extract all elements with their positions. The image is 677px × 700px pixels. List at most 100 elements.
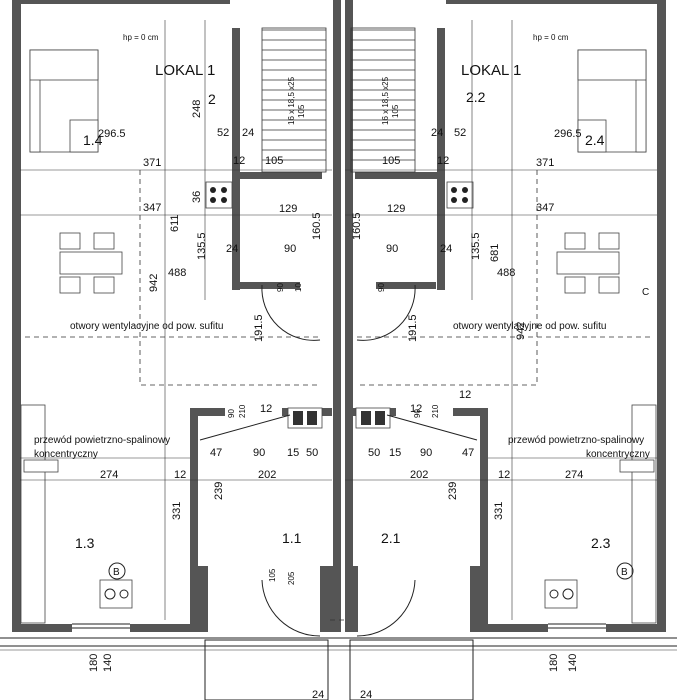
dim-24a-right: 24 xyxy=(431,127,443,139)
entry-wall-left-a xyxy=(190,566,208,632)
dim-1606-right: 160.5 xyxy=(351,212,363,240)
stair-wall-left-c xyxy=(240,282,300,289)
dim-129-right: 129 xyxy=(387,203,405,215)
dim-90a-right: 90 xyxy=(386,243,398,255)
walls xyxy=(12,0,666,632)
dim-180-left: 180 xyxy=(88,654,100,672)
wall-left-outer xyxy=(12,0,21,632)
dim-47-left: 47 xyxy=(210,447,222,459)
dim-488-left: 488 xyxy=(168,267,186,279)
wall-party-left xyxy=(333,0,341,632)
vent-note-right: otwory wentylacyjne od pow. sufitu xyxy=(453,321,606,332)
dim-1355-right: 135.5 xyxy=(470,232,482,260)
kitchen-counter-left xyxy=(20,404,133,624)
dim-105a-left: 105 xyxy=(265,155,283,167)
dim-47-right: 47 xyxy=(462,447,474,459)
dim-105b-left: 105 xyxy=(268,568,277,582)
dim-331-right: 331 xyxy=(493,502,505,520)
dim-210-left: 210 xyxy=(238,404,247,418)
stair-extra-right: 105 xyxy=(391,104,400,118)
dim-1605-left: 160.5 xyxy=(311,212,323,240)
stair-dim-right: 16 x 18,5 x25 xyxy=(381,76,390,125)
dim-24b-left: 24 xyxy=(226,243,238,255)
dim-488-right: 488 xyxy=(497,267,515,279)
dim-90c-left: 90 xyxy=(227,409,236,418)
dim-90d-left: 90 xyxy=(253,447,265,459)
stair-outline xyxy=(350,27,416,173)
dim-24c-left: 24 xyxy=(312,689,324,700)
wall-bottom-left xyxy=(12,624,72,632)
entry-wall-right-b xyxy=(470,566,488,632)
dim-12d-right: 12 xyxy=(459,389,471,401)
dim-24c-right: 24 xyxy=(360,689,372,700)
stair-wall-right-a xyxy=(437,28,445,290)
dim-90b-left: 90 xyxy=(276,283,285,292)
dim-205-left: 205 xyxy=(287,571,296,585)
furniture xyxy=(20,49,657,637)
wall-top-left xyxy=(12,0,230,4)
flue-right xyxy=(355,407,391,429)
dim-129-left: 129 xyxy=(279,203,297,215)
hp-note-right: hp = 0 cm xyxy=(533,33,569,42)
right-unit-labels: hp = 0 cm LOKAL 1 2.2 2.4 2.3 2.1 16 x 1… xyxy=(351,33,650,700)
door-swing-right xyxy=(356,284,416,341)
dim-50-right: 50 xyxy=(368,447,380,459)
stove-right xyxy=(446,181,474,209)
dashed-outlines xyxy=(25,170,652,621)
kitchen-counter-right xyxy=(544,404,657,624)
dim-331-left: 331 xyxy=(171,502,183,520)
dim-12a-left: 12 xyxy=(233,155,245,167)
symbol-b-left: B xyxy=(113,567,120,578)
room-1-4-label: 1.4 xyxy=(83,132,103,148)
dim-105a-right: 105 xyxy=(382,155,400,167)
flue-left xyxy=(287,407,323,429)
stair-dim-left: 16 x 18,5 x25 xyxy=(287,76,296,125)
entry-wall-right-a xyxy=(345,566,358,632)
dim-239-left: 239 xyxy=(213,482,225,500)
symbol-c-right: C xyxy=(642,287,649,298)
flue-note-right-2: koncentryczny xyxy=(586,449,650,460)
room-1-3-label: 1.3 xyxy=(75,535,95,551)
dim-274-right: 274 xyxy=(565,469,583,481)
stair-wall-left-a xyxy=(232,28,240,290)
wall-bottom-left-b xyxy=(130,624,190,632)
dim-52-right: 52 xyxy=(454,127,466,139)
dim-12c-right: 12 xyxy=(498,469,510,481)
dim-296-left: 296.5 xyxy=(98,128,126,140)
stair-wall-right-b xyxy=(355,172,437,179)
wall-top-right xyxy=(446,0,666,4)
dim-1355-left: 135.5 xyxy=(196,232,208,260)
dim-140-right: 140 xyxy=(567,654,579,672)
stair-outline xyxy=(261,27,327,173)
staircase-right xyxy=(350,27,416,173)
dim-274-left: 274 xyxy=(100,469,118,481)
bath-wall-right-b xyxy=(453,408,488,416)
dim-239-right: 239 xyxy=(447,482,459,500)
unit-label-right: LOKAL 1 xyxy=(461,62,521,79)
wall-party-right xyxy=(345,0,353,632)
room-2-1-label: 2.1 xyxy=(381,530,401,546)
wall-bottom-right xyxy=(488,624,548,632)
left-unit-labels: hp = 0 cm LOKAL 1 2 1.4 1.3 1.1 16 x 18,… xyxy=(34,33,324,700)
sofa-right xyxy=(577,49,647,153)
stair-wall-left-b xyxy=(240,172,322,179)
dim-180-right: 180 xyxy=(548,654,560,672)
entry-wall-left-b xyxy=(320,566,333,632)
dim-296-right: 296.5 xyxy=(554,128,582,140)
hp-note-left: hp = 0 cm xyxy=(123,33,159,42)
dim-371-left: 371 xyxy=(143,157,161,169)
dim-90d-right: 90 xyxy=(420,447,432,459)
door-swing-left xyxy=(261,284,321,341)
flue-note-right-1: przewód powietrzno-spalinowy xyxy=(508,435,644,446)
dim-202-right: 202 xyxy=(410,469,428,481)
dim-1915-left: 191.5 xyxy=(253,314,265,342)
room-2-3-label: 2.3 xyxy=(591,535,611,551)
flue-note-left-2: koncentryczny xyxy=(34,449,98,460)
stair-extra-left: 105 xyxy=(297,104,306,118)
dim-12a-right: 12 xyxy=(437,155,449,167)
dimension-lines xyxy=(0,20,677,651)
dim-50-left: 50 xyxy=(306,447,318,459)
staircase-left xyxy=(261,27,327,173)
dining-table-left xyxy=(59,232,123,294)
